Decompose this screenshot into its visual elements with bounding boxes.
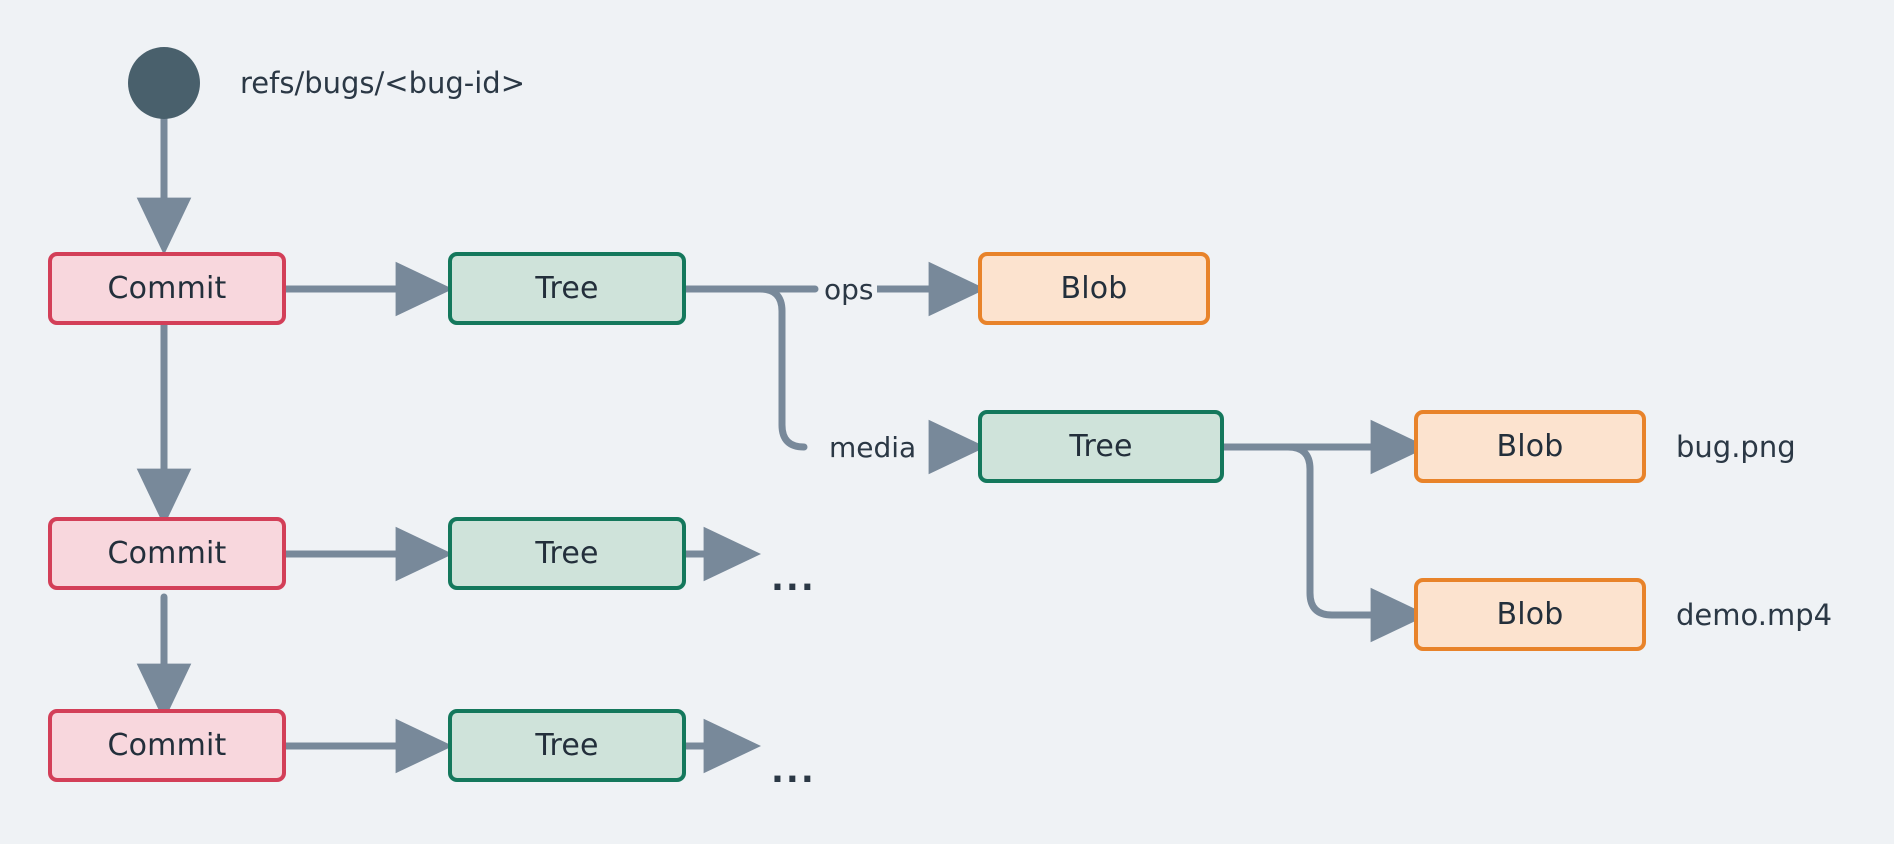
node-tree-media[interactable]: Tree [978, 410, 1224, 483]
node-tree-1[interactable]: Tree [448, 252, 686, 325]
ref-head-dot [128, 47, 200, 119]
node-blob-demo-mp4[interactable]: Blob [1414, 578, 1646, 651]
file-label-demo-mp4: demo.mp4 [1676, 598, 1833, 632]
node-tree-3[interactable]: Tree [448, 709, 686, 782]
node-tree-2[interactable]: Tree [448, 517, 686, 590]
ellipsis-row-2: ... [771, 559, 816, 599]
ref-label: refs/bugs/<bug-id> [240, 66, 526, 100]
edge-tree1-branch-media [682, 285, 808, 451]
node-blob-bug-png[interactable]: Blob [1414, 410, 1646, 483]
node-blob-ops[interactable]: Blob [978, 252, 1210, 325]
file-label-bug-png: bug.png [1676, 430, 1796, 464]
edge-treemedia-to-blobmp4 [1220, 443, 1429, 643]
edge-label-media: media [826, 430, 920, 464]
edge-label-ops: ops [821, 272, 877, 306]
ellipsis-row-3: ... [771, 751, 816, 791]
node-commit-1[interactable]: Commit [48, 252, 286, 325]
node-commit-2[interactable]: Commit [48, 517, 286, 590]
node-commit-3[interactable]: Commit [48, 709, 286, 782]
